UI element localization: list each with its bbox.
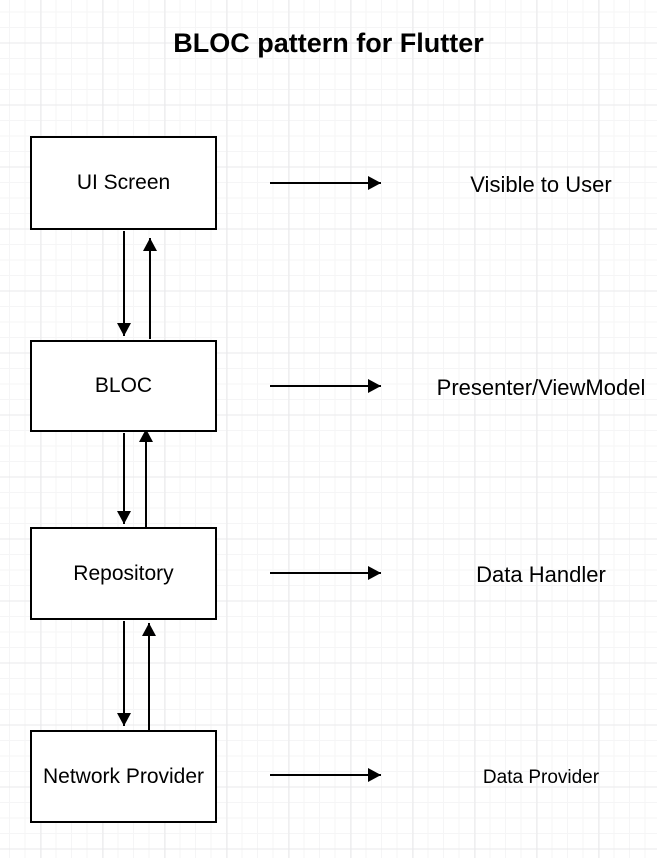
node-ui-screen: UI Screen [30,136,217,230]
annotation-data-handler: Data Handler [476,562,606,587]
annotation-data-provider: Data Provider [482,767,600,788]
node-network-provider: Network Provider [30,730,217,823]
annotation-visible-to-user: Visible to User [470,172,612,197]
annotation-presenter-viewmodel: Presenter/ViewModel [436,375,646,400]
node-bloc: BLOC [30,340,217,432]
node-repository: Repository [30,527,217,620]
node-repository-label: Repository [73,561,174,585]
node-ui-screen-label: UI Screen [76,171,171,194]
node-bloc-label: BLOC [94,374,153,397]
node-network-provider-label: Network Provider [42,764,205,788]
diagram-title: BLOC pattern for Flutter [173,28,484,58]
